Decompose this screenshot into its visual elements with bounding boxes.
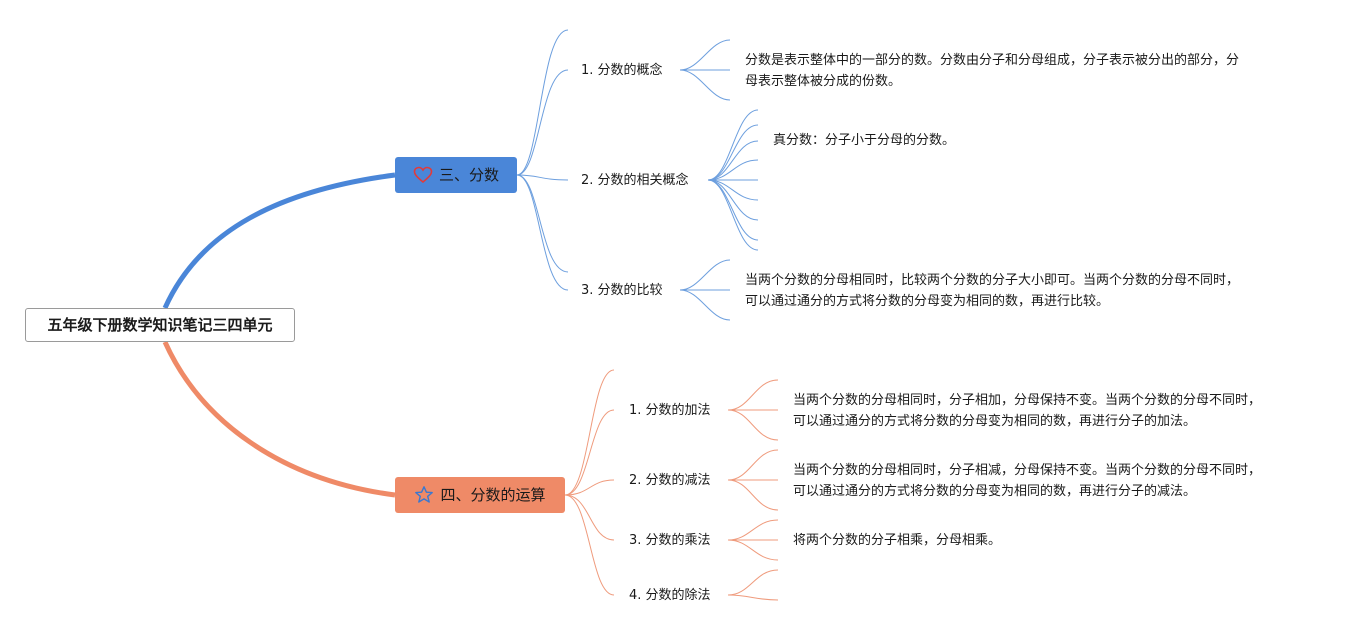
root-topic[interactable]: 五年级下册数学知识笔记三四单元 (25, 308, 295, 342)
connector-root-to-branch-2 (162, 340, 396, 498)
note-addition: 当两个分数的分母相同时，分子相加，分母保持不变。当两个分数的分母不同时，可以通过… (793, 390, 1273, 432)
note-multiplication: 将两个分数的分子相乘，分母相乘。 (793, 530, 1093, 551)
blue-branch-connectors (516, 29, 759, 321)
subtopic-label: 1. 分数的概念 (581, 63, 663, 78)
branch-operations-label: 四、分数的运算 (440, 485, 546, 504)
star-icon (414, 485, 434, 505)
root-topic-label: 五年级下册数学知识笔记三四单元 (47, 315, 273, 334)
branch-fraction-operations[interactable]: 四、分数的运算 (395, 477, 565, 513)
subtopic-label: 4. 分数的除法 (629, 588, 711, 603)
subtopic-label: 1. 分数的加法 (629, 403, 711, 418)
branch-fractions[interactable]: 三、分数 (395, 157, 517, 193)
note-fraction-concept: 分数是表示整体中的一部分的数。分数由分子和分母组成，分子表示被分出的部分，分母表… (745, 50, 1240, 92)
note-fraction-comparison: 当两个分数的分母相同时，比较两个分数的分子大小即可。当两个分数的分母不同时，可以… (745, 270, 1240, 312)
subtopic-division[interactable]: 4. 分数的除法 (629, 589, 711, 602)
note-text: 将两个分数的分子相乘，分母相乘。 (793, 533, 1002, 548)
subtopic-label: 2. 分数的相关概念 (581, 173, 689, 188)
subtopic-related-concepts[interactable]: 2. 分数的相关概念 (581, 174, 689, 187)
note-related-concepts: 真分数：分子小于分母的分数。 (773, 130, 1073, 151)
note-text: 分数是表示整体中的一部分的数。分数由分子和分母组成，分子表示被分出的部分，分母表… (745, 53, 1240, 89)
connector-root-to-branch-1 (162, 172, 396, 310)
note-text: 真分数：分子小于分母的分数。 (773, 133, 956, 148)
subtopic-label: 3. 分数的乘法 (629, 533, 711, 548)
subtopic-fraction-comparison[interactable]: 3. 分数的比较 (581, 284, 663, 297)
note-text: 当两个分数的分母相同时，分子相减，分母保持不变。当两个分数的分母不同时，可以通过… (793, 463, 1262, 499)
subtopic-multiplication[interactable]: 3. 分数的乘法 (629, 534, 711, 547)
note-text: 当两个分数的分母相同时，分子相加，分母保持不变。当两个分数的分母不同时，可以通过… (793, 393, 1262, 429)
note-subtraction: 当两个分数的分母相同时，分子相减，分母保持不变。当两个分数的分母不同时，可以通过… (793, 460, 1273, 502)
orange-branch-connectors (564, 369, 779, 601)
subtopic-subtraction[interactable]: 2. 分数的减法 (629, 474, 711, 487)
subtopic-addition[interactable]: 1. 分数的加法 (629, 404, 711, 417)
subtopic-label: 2. 分数的减法 (629, 473, 711, 488)
branch-fractions-label: 三、分数 (438, 165, 499, 184)
subtopic-label: 3. 分数的比较 (581, 283, 663, 298)
subtopic-fraction-concept[interactable]: 1. 分数的概念 (581, 64, 663, 77)
note-text: 当两个分数的分母相同时，比较两个分数的分子大小即可。当两个分数的分母不同时，可以… (745, 273, 1240, 309)
heart-icon (413, 165, 433, 185)
